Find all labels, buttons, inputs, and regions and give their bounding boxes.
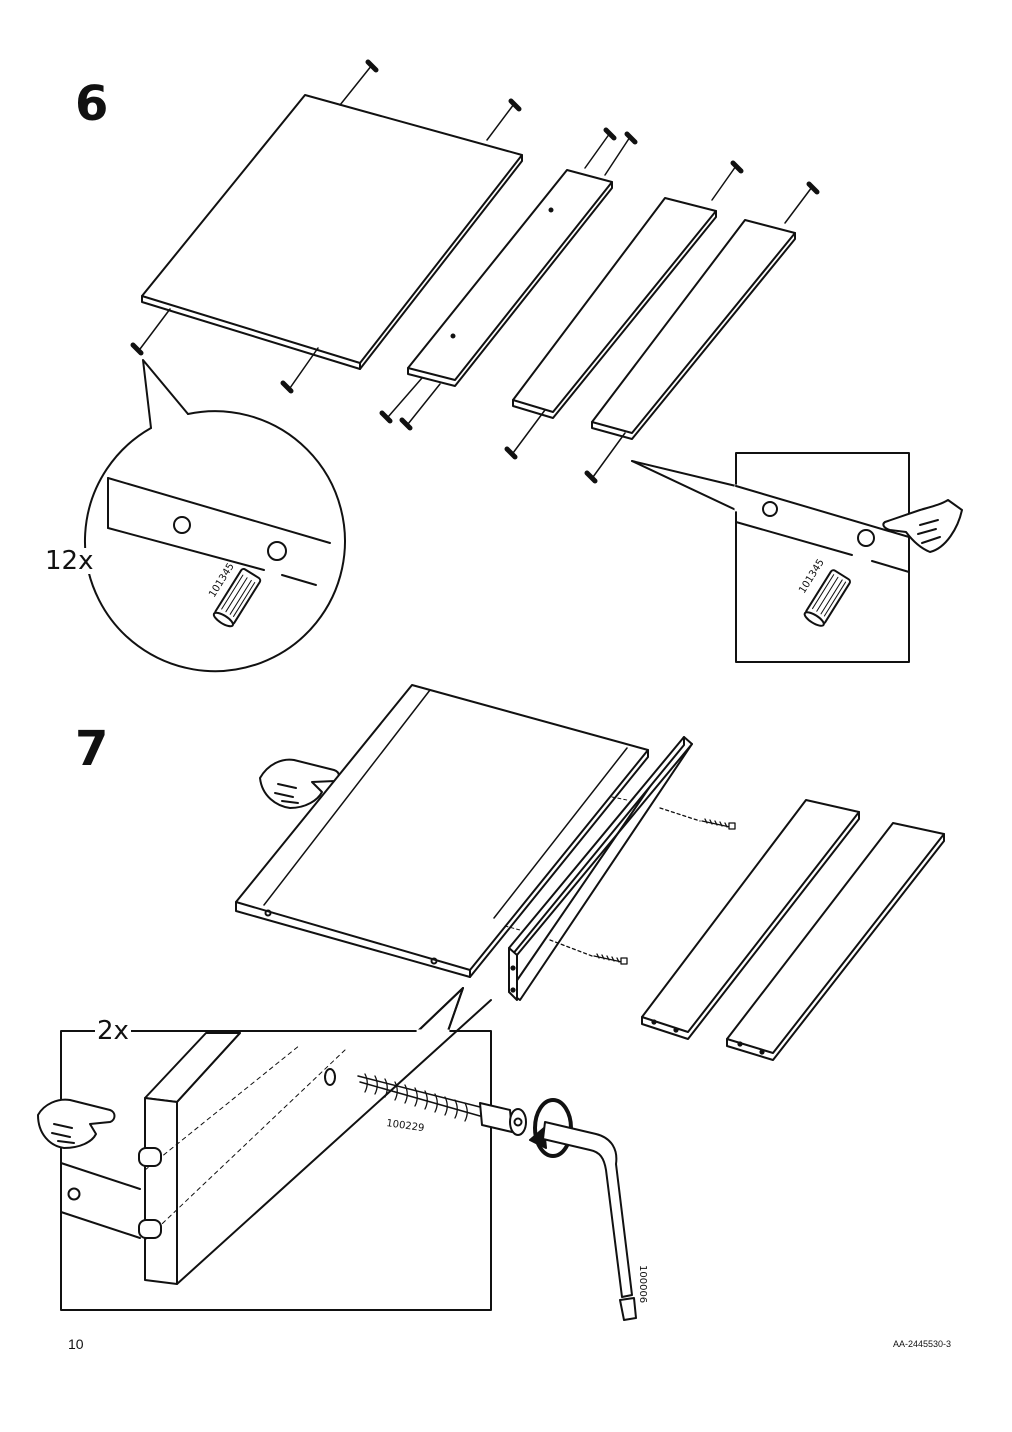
step-7-number: 7 — [75, 721, 109, 777]
shelf-1 — [512, 197, 717, 419]
page-number: 10 — [68, 1336, 84, 1352]
large-panel — [141, 94, 523, 370]
step-6-diagram: 101345 101345 — [84, 59, 963, 673]
side-board — [504, 736, 693, 1001]
step-6-number: 6 — [75, 76, 109, 132]
document-reference: AA-2445530-3 — [893, 1339, 952, 1349]
large-panel-step-7 — [235, 684, 649, 978]
allen-key — [542, 1121, 637, 1321]
pointing-hand-icon-2 — [259, 758, 340, 809]
pointing-hand-icon — [882, 499, 963, 553]
screws-step-7 — [549, 807, 736, 965]
step-7-diagram: 100229 100006 — [37, 684, 945, 1321]
dowel-detail-callout: 101345 — [84, 359, 346, 673]
pointing-hand-icon-3 — [37, 1098, 116, 1149]
cam-lock-detail-box: 100229 — [60, 987, 527, 1311]
dowel-insert-detail-box: 101345 — [631, 452, 963, 663]
cam-bolt-part-number: 100229 — [386, 1118, 425, 1134]
step-6-quantity: 12x — [43, 546, 96, 576]
shelf-3 — [641, 799, 860, 1040]
step-7-quantity: 2x — [95, 1016, 131, 1046]
shelf-2 — [591, 219, 796, 440]
cam-bolt — [357, 1073, 527, 1136]
shelf-4 — [726, 822, 945, 1061]
middle-panel — [407, 169, 613, 387]
dowels-step-6 — [130, 59, 820, 484]
allen-key-part-number: 100006 — [637, 1265, 648, 1303]
